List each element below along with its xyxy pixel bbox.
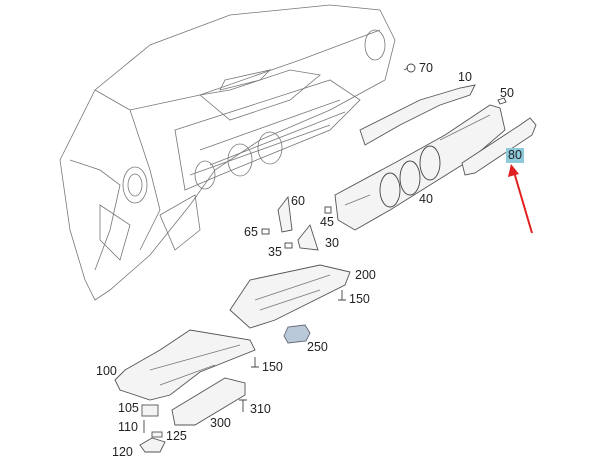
part-60-trim <box>277 195 293 233</box>
callout-80-highlighted: 80 <box>506 148 524 163</box>
part-150-screw-2 <box>251 357 259 368</box>
callout-60: 60 <box>291 194 305 208</box>
dashboard-assembly <box>59 4 396 301</box>
part-45-knob <box>324 206 332 214</box>
part-120-bracket <box>139 437 166 453</box>
part-125-clip <box>151 431 163 438</box>
callout-250: 250 <box>307 340 328 354</box>
part-40-housing <box>334 104 506 231</box>
part-250-lamp <box>283 324 311 344</box>
callout-40: 40 <box>419 192 433 206</box>
part-70-clip <box>403 63 416 73</box>
callout-125: 125 <box>166 429 187 443</box>
part-10-trim <box>359 84 476 146</box>
callout-35: 35 <box>268 245 282 259</box>
part-105-switch <box>141 404 159 417</box>
callout-100: 100 <box>96 364 117 378</box>
callout-70: 70 <box>419 61 433 75</box>
pointer-arrow <box>508 164 533 234</box>
part-200-tray <box>229 264 351 329</box>
callout-150-2: 150 <box>262 360 283 374</box>
part-300-module <box>171 377 246 426</box>
callout-50: 50 <box>500 86 514 100</box>
part-100-tray <box>114 329 256 401</box>
callout-120: 120 <box>112 445 133 459</box>
callout-10: 10 <box>458 70 472 84</box>
callout-300: 300 <box>210 416 231 430</box>
callout-150: 150 <box>349 292 370 306</box>
part-150-screw <box>338 290 346 301</box>
part-65-switch <box>261 228 270 235</box>
callout-45: 45 <box>320 215 334 229</box>
part-80-cover <box>461 117 537 176</box>
part-50-clip <box>497 97 507 105</box>
part-30-trim <box>297 224 319 251</box>
callout-200: 200 <box>355 268 376 282</box>
callout-30: 30 <box>325 236 339 250</box>
part-310-screw <box>239 399 247 412</box>
part-35-switch <box>284 242 293 249</box>
callout-110: 110 <box>118 420 138 434</box>
callout-65: 65 <box>244 225 258 239</box>
callout-105: 105 <box>118 401 139 415</box>
callout-310: 310 <box>250 402 271 416</box>
